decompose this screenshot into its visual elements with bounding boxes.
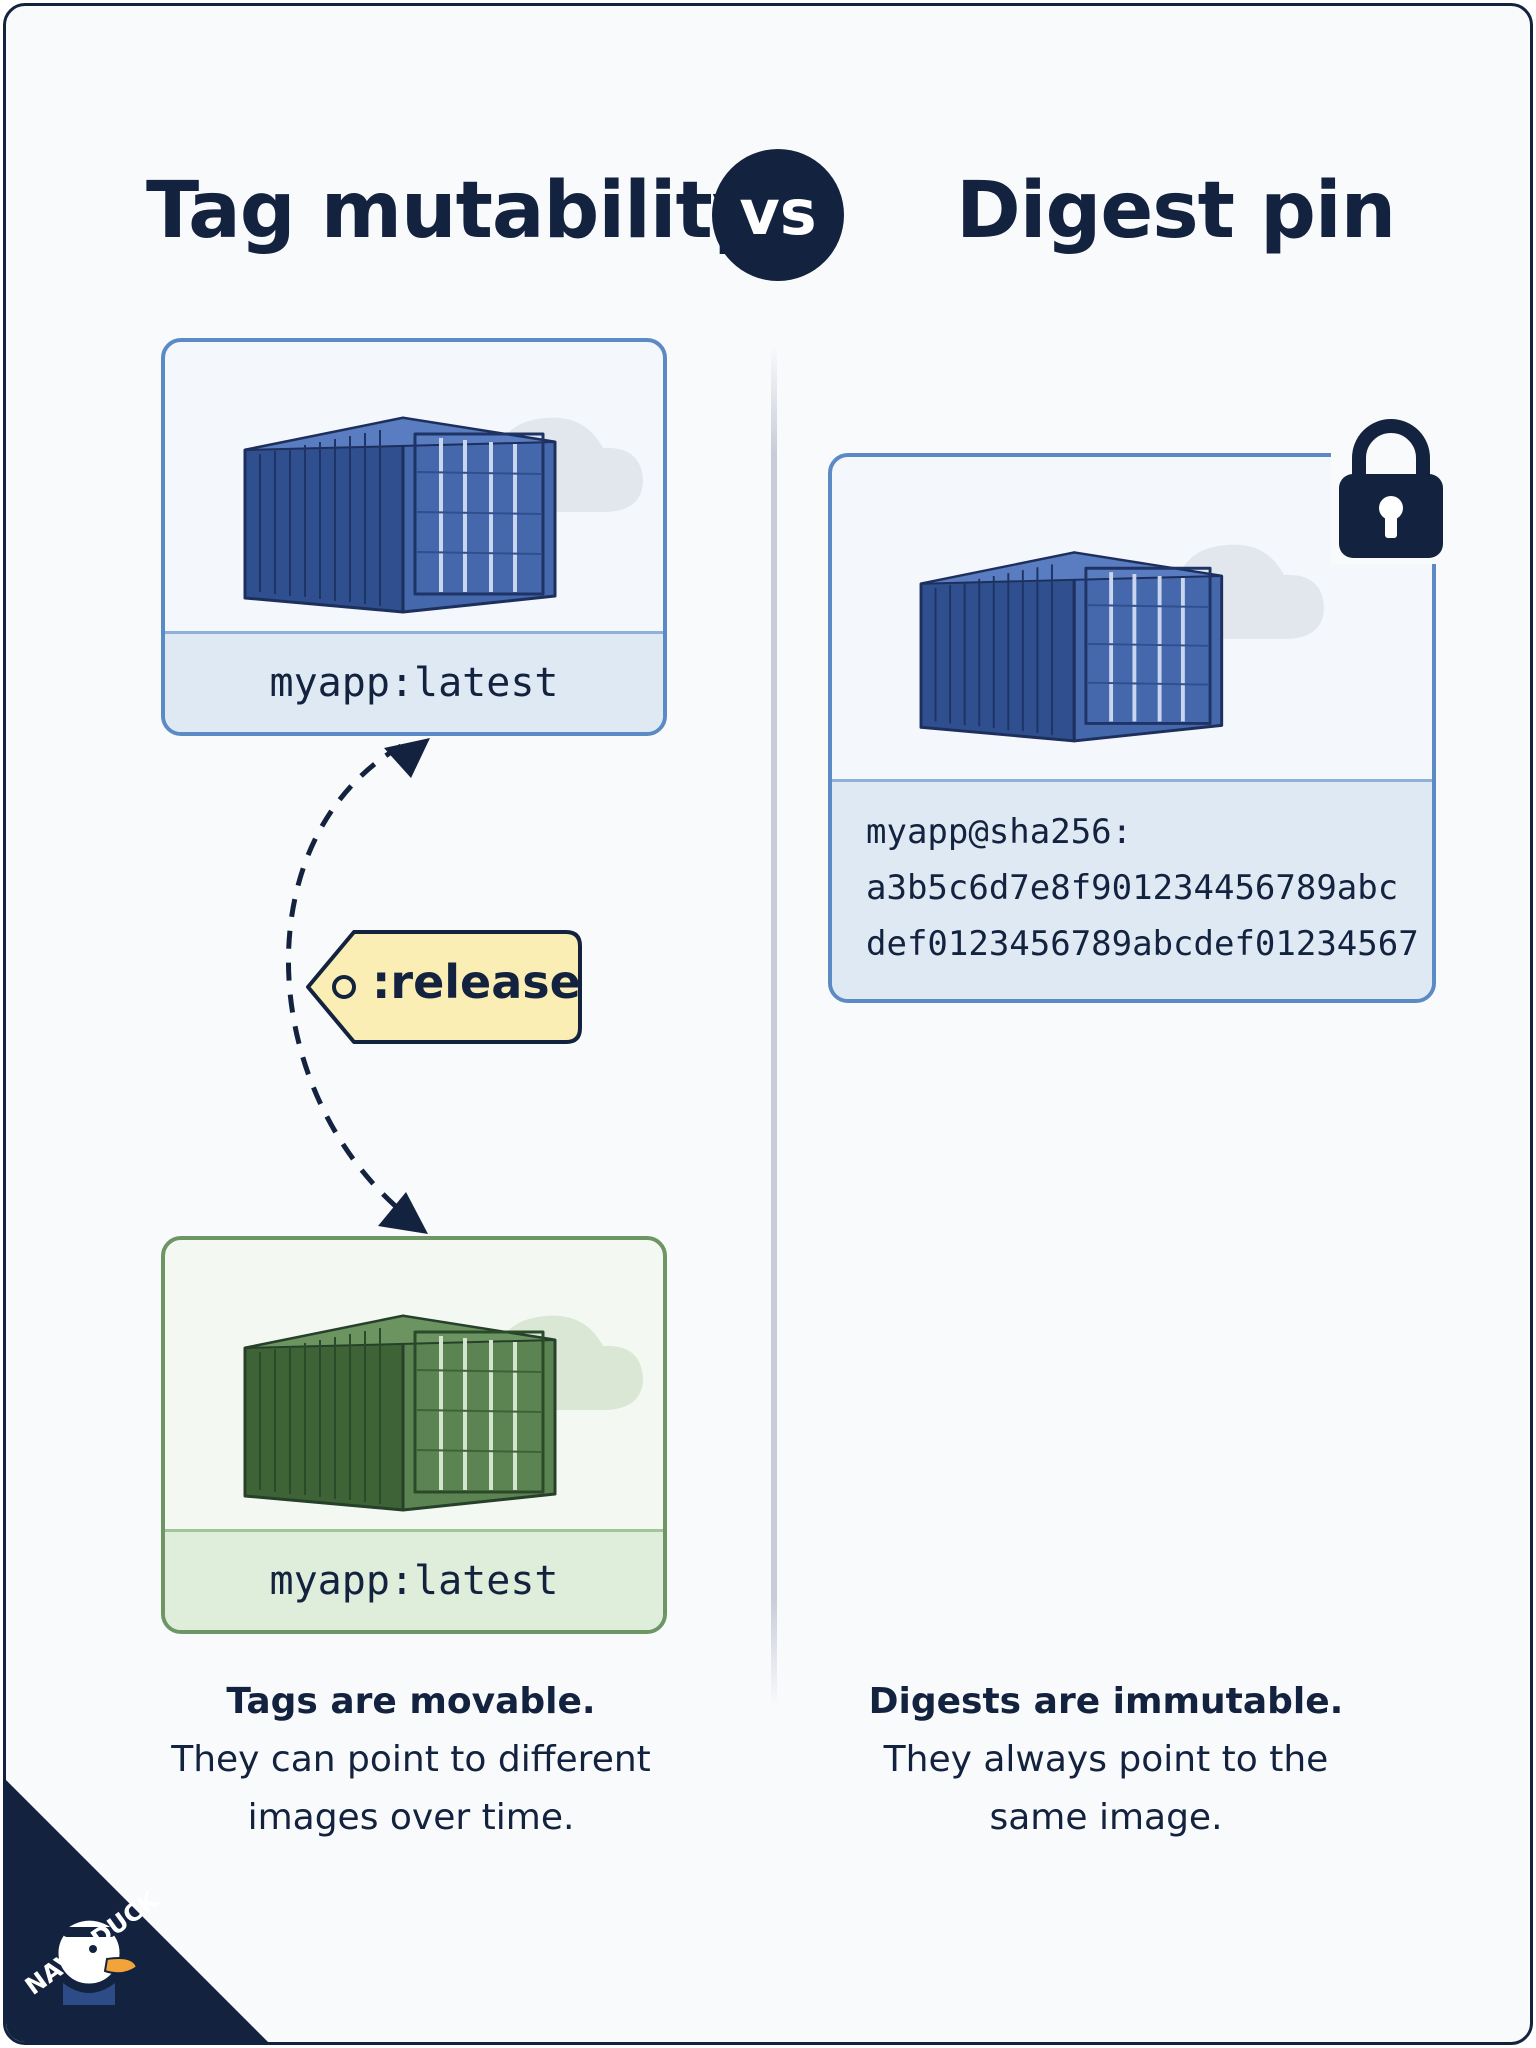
card-image-area bbox=[165, 342, 663, 636]
tag-label-top: myapp:latest bbox=[165, 631, 663, 732]
tag-card-moved: myapp:latest bbox=[161, 1236, 667, 1634]
digest-line-2: a3b5c6d7e8f901234456789abc bbox=[866, 868, 1399, 908]
tag-caption-line-2: images over time. bbox=[247, 1797, 575, 1838]
arrow-head-bottom bbox=[378, 1192, 428, 1234]
digest-caption-title: Digests are immutable. bbox=[868, 1681, 1344, 1722]
tag-label-release: :release bbox=[372, 955, 581, 1009]
tag-caption-title: Tags are movable. bbox=[226, 1681, 596, 1722]
tag-icon bbox=[306, 930, 582, 1044]
card-image-area bbox=[832, 457, 1432, 783]
arrow-head-top bbox=[384, 738, 430, 778]
lock-icon bbox=[1331, 414, 1451, 564]
right-title: Digest pin bbox=[956, 166, 1396, 256]
shipping-container-icon bbox=[243, 416, 557, 614]
digest-reference: myapp@sha256: a3b5c6d7e8f901234456789abc… bbox=[832, 779, 1432, 999]
infographic-frame: Tag mutability vs Digest pin bbox=[3, 3, 1533, 2045]
column-divider bbox=[771, 346, 777, 1706]
tag-label-bottom: myapp:latest bbox=[165, 1529, 663, 1630]
shipping-container-icon bbox=[243, 1314, 557, 1512]
tag-card-original: myapp:latest bbox=[161, 338, 667, 736]
digest-line-3: def0123456789abcdef01234567 bbox=[866, 924, 1419, 964]
digest-caption: Digests are immutable. They always point… bbox=[806, 1673, 1406, 1847]
tag-caption-line-1: They can point to different bbox=[171, 1739, 651, 1780]
left-title: Tag mutability bbox=[146, 166, 763, 256]
duck-mascot-icon bbox=[55, 1917, 139, 2005]
card-image-area bbox=[165, 1240, 663, 1534]
digest-caption-line-1: They always point to the bbox=[883, 1739, 1329, 1780]
vs-badge: vs bbox=[712, 149, 844, 281]
digest-line-1: myapp@sha256: bbox=[866, 812, 1133, 852]
shipping-container-icon bbox=[919, 551, 1224, 743]
tag-caption: Tags are movable. They can point to diff… bbox=[116, 1673, 706, 1847]
digest-card: myapp@sha256: a3b5c6d7e8f901234456789abc… bbox=[828, 453, 1436, 1003]
digest-caption-line-2: same image. bbox=[989, 1797, 1223, 1838]
brand-corner bbox=[6, 1780, 268, 2042]
retag-arrow bbox=[286, 738, 430, 1234]
